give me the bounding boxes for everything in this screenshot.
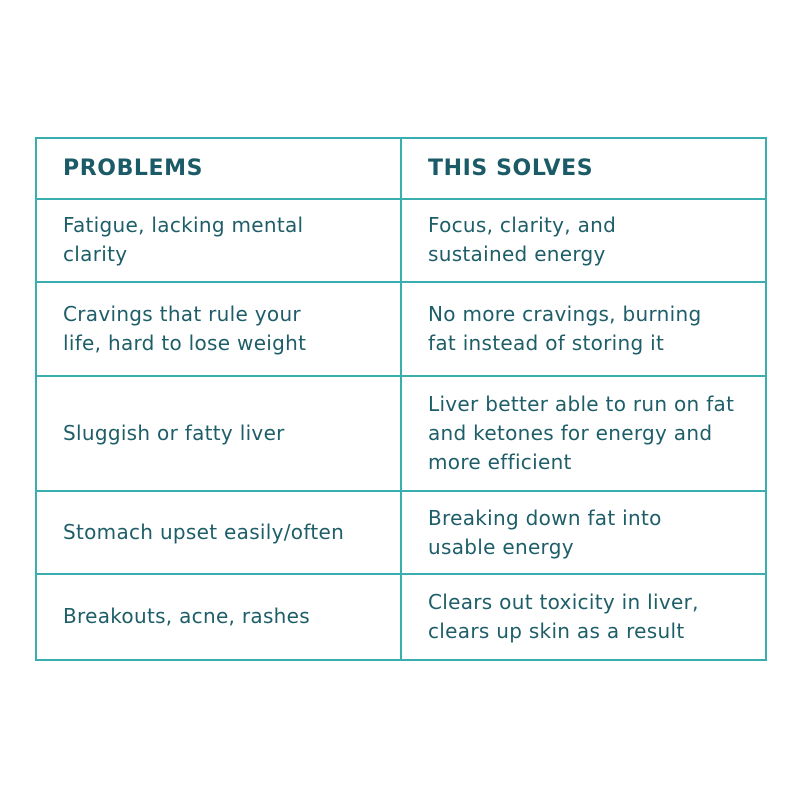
- header-this-solves: THIS SOLVES: [400, 136, 767, 201]
- table-header-row: PROBLEMS THIS SOLVES: [35, 136, 767, 201]
- problem-cell: Stomach upset easily/often: [35, 490, 402, 575]
- solution-text: No more cravings, burning fat instead of…: [428, 301, 702, 355]
- problem-text: Stomach upset easily/often: [63, 520, 345, 544]
- table-row: Sluggish or fatty liver Liver better abl…: [35, 374, 767, 493]
- problem-cell: Fatigue, lacking mental clarity: [35, 198, 402, 283]
- problem-cell: Breakouts, acne, rashes: [35, 572, 402, 662]
- solution-cell: Clears out toxicity in liver, clears up …: [400, 572, 767, 662]
- problem-cell: Sluggish or fatty liver: [35, 374, 402, 493]
- problem-text: Breakouts, acne, rashes: [63, 604, 310, 629]
- table-row: Cravings that rule your life, hard to lo…: [35, 280, 767, 377]
- solution-text: Clears out toxicity in liver, clears up …: [428, 589, 699, 643]
- solution-cell: Breaking down fat into usable energy: [400, 490, 767, 575]
- problem-text: Sluggish or fatty liver: [63, 421, 285, 446]
- solution-text: Focus, clarity, and sustained energy: [428, 213, 617, 267]
- table-row: Fatigue, lacking mental clarity Focus, c…: [35, 198, 767, 283]
- problems-solutions-table: PROBLEMS THIS SOLVES Fatigue, lacking me…: [35, 136, 767, 662]
- solution-cell: Focus, clarity, and sustained energy: [400, 198, 767, 283]
- problem-text: Cravings that rule your life, hard to lo…: [63, 301, 307, 355]
- table-row: Breakouts, acne, rashes Clears out toxic…: [35, 572, 767, 662]
- problem-cell: Cravings that rule your life, hard to lo…: [35, 280, 402, 377]
- problem-text: Fatigue, lacking mental clarity: [63, 213, 304, 267]
- table-row: Stomach upset easily/often Breaking down…: [35, 490, 767, 575]
- header-problems: PROBLEMS: [35, 136, 402, 201]
- solution-cell: No more cravings, burning fat instead of…: [400, 280, 767, 377]
- solution-cell: Liver better able to run on fat and keto…: [400, 374, 767, 493]
- solution-text: Breaking down fat into usable energy: [428, 505, 662, 559]
- solution-text: Liver better able to run on fat and keto…: [428, 392, 735, 475]
